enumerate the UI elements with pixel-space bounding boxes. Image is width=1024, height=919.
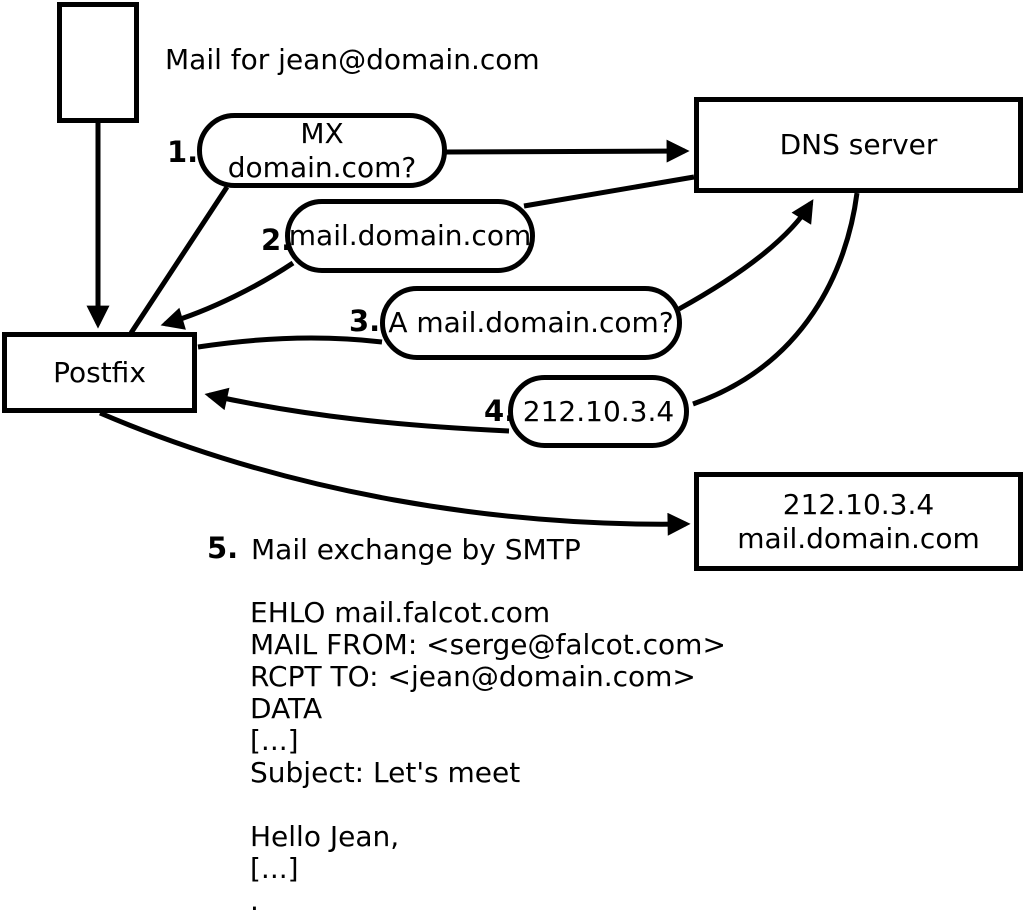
query-a-label: A mail.domain.com?	[388, 306, 674, 339]
line-dns-to-pill2	[523, 174, 695, 209]
smtp-line: Hello Jean,	[250, 820, 400, 853]
smtp-line	[250, 789, 726, 821]
smtp-line: RCPT TO: <jean@domain.com>	[250, 660, 696, 693]
smtp-session-transcript: EHLO mail.falcot.com MAIL FROM: <serge@f…	[250, 597, 726, 917]
query-a-pill: A mail.domain.com?	[380, 286, 682, 360]
query-mx-pill: MX domain.com?	[197, 113, 447, 188]
arrow-pill4-to-postfix	[204, 387, 510, 434]
line-postfix-to-pill3	[197, 335, 383, 350]
answer-a-pill: 212.10.3.4	[508, 375, 689, 448]
answer-a-label: 212.10.3.4	[522, 394, 675, 428]
smtp-line: [...]	[250, 724, 299, 757]
answer-mx-label: mail.domain.com	[288, 219, 532, 252]
step-2-number: 2.	[261, 223, 293, 257]
arrow-pill3-to-dns	[677, 199, 814, 312]
step-4-number: 4.	[484, 394, 516, 428]
smtp-line: DATA	[250, 692, 323, 725]
mail-server-host-label: mail.domain.com	[737, 521, 980, 555]
line-postfix-to-pill1	[128, 185, 230, 335]
smtp-line: MAIL FROM: <serge@falcot.com>	[250, 628, 726, 661]
step-5-label: Mail exchange by SMTP	[251, 533, 581, 566]
dns-server-node: DNS server	[694, 97, 1023, 193]
dns-server-label: DNS server	[779, 128, 938, 161]
step-5-number: 5.	[207, 531, 239, 565]
smtp-line: .	[250, 884, 259, 917]
mail-note-label: Mail for jean@domain.com	[165, 43, 540, 76]
arrow-postfix-to-mailserver	[99, 410, 691, 536]
mail-server-node: 212.10.3.4 mail.domain.com	[694, 472, 1023, 571]
arrow-pill1-to-dns	[445, 139, 690, 163]
smtp-line: EHLO mail.falcot.com	[250, 596, 551, 629]
query-mx-label: MX domain.com?	[227, 116, 417, 184]
mail-server-ip-label: 212.10.3.4	[782, 487, 935, 521]
arrow-pill2-to-postfix	[160, 260, 295, 330]
answer-mx-pill: mail.domain.com	[285, 199, 535, 273]
mail-message-node	[57, 2, 139, 123]
postfix-label: Postfix	[53, 355, 146, 389]
step-1-number: 1.	[167, 135, 199, 169]
line-dns-to-pill4	[692, 192, 860, 407]
postfix-node: Postfix	[2, 332, 197, 413]
smtp-line: Subject: Let's meet	[250, 756, 521, 789]
smtp-line: [...]	[250, 852, 299, 885]
step-3-number: 3.	[349, 304, 381, 338]
